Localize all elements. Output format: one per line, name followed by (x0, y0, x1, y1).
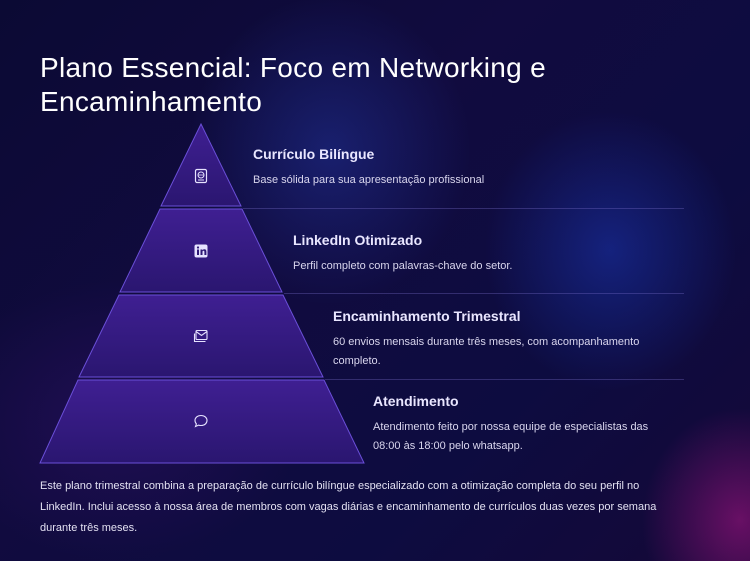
plan-description: Este plano trimestral combina a preparaç… (40, 480, 657, 534)
tier-4-text: Atendimento Atendimento feito por nossa … (373, 393, 663, 456)
tier-description: Atendimento feito por nossa equipe de es… (373, 421, 649, 452)
pyramid-tier-1 (160, 122, 242, 207)
tier-description: Perfil completo com palavras-chave do se… (293, 260, 513, 272)
tier-title: Encaminhamento Trimestral (333, 308, 521, 324)
mail-icon (193, 329, 208, 343)
chat-icon (194, 414, 208, 428)
tier-divider (325, 379, 684, 380)
tier-title: Currículo Bilíngue (253, 146, 375, 162)
page-title: Plano Essencial: Foco em Networking e En… (40, 51, 546, 117)
linkedin-icon (194, 244, 208, 258)
tier-description: 60 envios mensais durante três meses, co… (333, 336, 640, 367)
tier-title: LinkedIn Otimizado (293, 232, 423, 248)
resume-icon (194, 168, 208, 184)
tier-1-text: Currículo Bilíngue Base sólida para sua … (253, 146, 553, 190)
pyramid-tier-4 (39, 379, 365, 464)
tier-divider (284, 293, 684, 294)
tier-2-text: LinkedIn Otimizado Perfil completo com p… (293, 232, 593, 276)
tier-title: Atendimento (373, 393, 459, 409)
tier-description: Base sólida para sua apresentação profis… (253, 174, 485, 186)
tier-3-text: Encaminhamento Trimestral 60 envios mens… (333, 308, 653, 371)
tier-divider (243, 208, 684, 209)
pyramid-tier-3 (78, 294, 324, 378)
